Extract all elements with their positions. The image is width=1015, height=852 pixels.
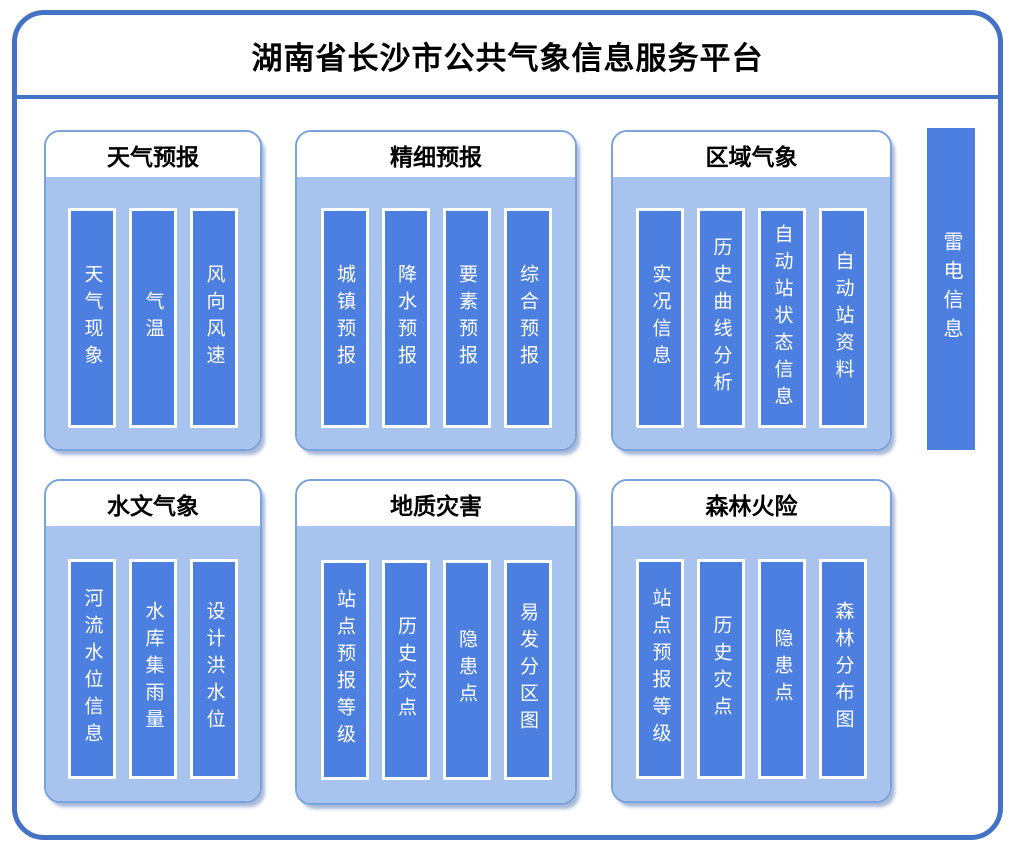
node-weather-phenomena-label: 天气现象 <box>81 264 103 372</box>
node-river-water-level-info: 河流水位信息 <box>68 558 116 779</box>
node-temperature: 气温 <box>129 208 177 428</box>
node-hidden-danger-points-fire: 隐患点 <box>758 558 806 779</box>
node-station-forecast-level-label: 站点预报等级 <box>334 588 355 751</box>
node-reservoir-rainfall: 水库集雨量 <box>129 558 177 779</box>
node-prone-zone-map: 易发分区图 <box>503 559 552 780</box>
node-comprehensive-forecast-label: 综合预报 <box>517 264 538 372</box>
platform-title-bar: 湖南省长沙市公共气象信息服务平台 <box>17 15 998 99</box>
node-station-forecast-level-fire-label: 站点预报等级 <box>649 587 671 750</box>
node-history-curve-analysis-label: 历史曲线分析 <box>710 237 732 399</box>
node-comprehensive-forecast: 综合预报 <box>503 208 552 428</box>
node-auto-station-status-info: 自动站状态信息 <box>758 208 806 428</box>
node-historical-disaster-points-label: 历史灾点 <box>395 615 416 724</box>
node-forest-distribution-map: 森林分布图 <box>819 558 867 779</box>
node-design-flood-level: 设计洪水位 <box>190 558 238 779</box>
node-town-forecast-label: 城镇预报 <box>334 264 355 372</box>
panel-forest-fire-risk: 森林火险 站点预报等级 历史灾点 隐患点 森林分布图 <box>611 479 892 803</box>
node-historical-disaster-points: 历史灾点 <box>381 559 430 780</box>
node-design-flood-level-label: 设计洪水位 <box>203 601 225 736</box>
node-lightning-info: 雷电信息 <box>927 128 975 450</box>
panel-regional-meteorology-title: 区域气象 <box>613 132 890 177</box>
node-auto-station-status-info-label: 自动站状态信息 <box>771 223 793 413</box>
node-forest-distribution-map-label: 森林分布图 <box>832 601 854 736</box>
node-realtime-info: 实况信息 <box>636 208 684 428</box>
node-wind-direction-speed: 风向风速 <box>190 208 238 428</box>
panel-geological-disaster: 地质灾害 站点预报等级 历史灾点 隐患点 易发分区图 <box>295 479 577 805</box>
node-historical-disaster-points-fire-label: 历史灾点 <box>710 614 732 723</box>
node-station-forecast-level-fire: 站点预报等级 <box>636 558 684 779</box>
node-element-forecast-label: 要素预报 <box>456 264 477 372</box>
panel-hydrological-meteorology-title: 水文气象 <box>46 481 260 526</box>
panel-regional-meteorology-body: 实况信息 历史曲线分析 自动站状态信息 自动站资料 <box>613 177 890 449</box>
platform-frame: 湖南省长沙市公共气象信息服务平台 <box>12 10 1003 840</box>
platform-title: 湖南省长沙市公共气象信息服务平台 <box>251 40 764 76</box>
node-precipitation-forecast-label: 降水预报 <box>395 264 416 372</box>
node-reservoir-rainfall-label: 水库集雨量 <box>142 601 164 736</box>
node-hidden-danger-points-fire-label: 隐患点 <box>771 628 793 709</box>
node-realtime-info-label: 实况信息 <box>649 264 671 372</box>
node-auto-station-data: 自动站资料 <box>819 208 867 428</box>
panel-regional-meteorology: 区域气象 实况信息 历史曲线分析 自动站状态信息 自动站资料 <box>611 130 892 451</box>
node-town-forecast: 城镇预报 <box>320 208 369 428</box>
node-element-forecast: 要素预报 <box>442 208 491 428</box>
node-lightning-info-label: 雷电信息 <box>940 231 962 347</box>
panel-hydrological-meteorology-body: 河流水位信息 水库集雨量 设计洪水位 <box>46 526 260 801</box>
panel-forest-fire-risk-body: 站点预报等级 历史灾点 隐患点 森林分布图 <box>613 526 890 801</box>
node-river-water-level-info-label: 河流水位信息 <box>81 587 103 750</box>
panel-weather-forecast: 天气预报 天气现象 气温 风向风速 <box>44 130 262 451</box>
panel-weather-forecast-body: 天气现象 气温 风向风速 <box>46 177 260 449</box>
node-hidden-danger-points: 隐患点 <box>442 559 491 780</box>
node-weather-phenomena: 天气现象 <box>68 208 116 428</box>
node-precipitation-forecast: 降水预报 <box>381 208 430 428</box>
panel-weather-forecast-title: 天气预报 <box>46 132 260 177</box>
panel-geological-disaster-body: 站点预报等级 历史灾点 隐患点 易发分区图 <box>297 526 575 803</box>
panel-forest-fire-risk-title: 森林火险 <box>613 481 890 526</box>
node-history-curve-analysis: 历史曲线分析 <box>697 208 745 428</box>
panel-fine-forecast-title: 精细预报 <box>297 132 575 177</box>
node-wind-direction-speed-label: 风向风速 <box>203 264 225 372</box>
node-station-forecast-level: 站点预报等级 <box>320 559 369 780</box>
node-historical-disaster-points-fire: 历史灾点 <box>697 558 745 779</box>
node-auto-station-data-label: 自动站资料 <box>832 250 854 386</box>
panel-fine-forecast: 精细预报 城镇预报 降水预报 要素预报 综合预报 <box>295 130 577 451</box>
node-temperature-label: 气温 <box>142 291 164 345</box>
panel-fine-forecast-body: 城镇预报 降水预报 要素预报 综合预报 <box>297 177 575 449</box>
node-prone-zone-map-label: 易发分区图 <box>517 602 538 737</box>
panel-geological-disaster-title: 地质灾害 <box>297 481 575 526</box>
panel-hydrological-meteorology: 水文气象 河流水位信息 水库集雨量 设计洪水位 <box>44 479 262 803</box>
node-hidden-danger-points-label: 隐患点 <box>456 629 477 710</box>
